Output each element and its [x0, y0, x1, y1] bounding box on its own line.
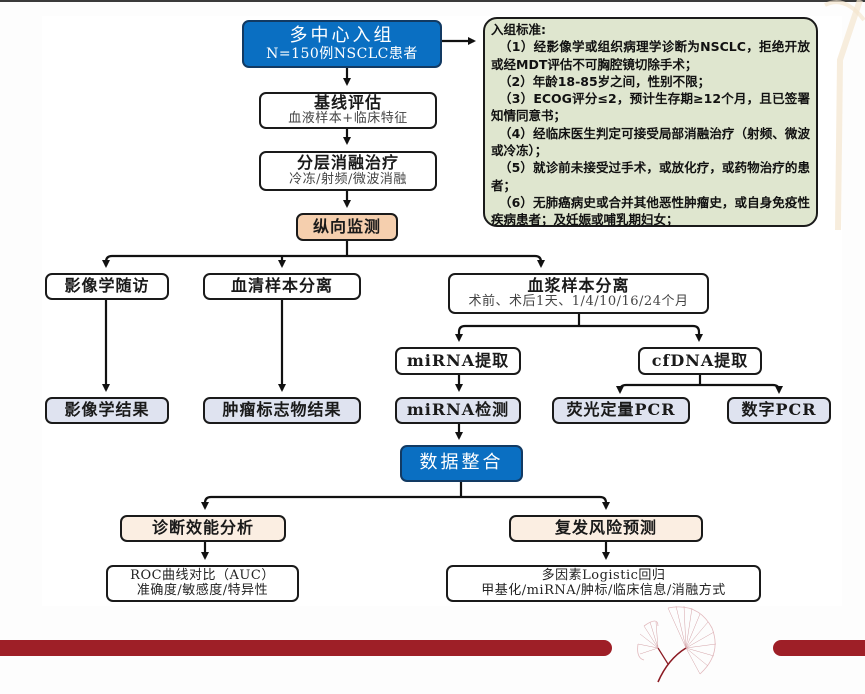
plasma-title: 血浆样本分离: [527, 275, 630, 295]
criteria-item: （3）ECOG评分≤2，预计生存期≥12个月，且已签署知情同意书；: [491, 91, 810, 124]
logistic-box: 多因素Logistic回归 甲基化/miRNA/肿标/临床信息/消融方式: [446, 565, 761, 602]
mirna-detect-title: miRNA检测: [406, 400, 510, 420]
baseline-box: 基线评估 血液样本+临床特征: [259, 92, 437, 129]
baseline-title: 基线评估: [313, 92, 382, 112]
footer-bar-left: [0, 640, 612, 656]
arrow-integration-diagnostic: [201, 495, 461, 510]
enroll-box: 多中心入组 N=150例NSCLC患者: [242, 20, 442, 68]
mirna-extract-box: miRNA提取: [395, 347, 521, 375]
dpcr-title: 数字PCR: [741, 400, 817, 420]
criteria-item: （1）经影像学或组织病理学诊断为NSCLC，拒绝开放或经MDT评估不可胸腔镜切除…: [491, 39, 810, 72]
roc-line1: ROC曲线对比（AUC）: [130, 567, 275, 583]
inclusion-criteria-box: 入组标准: （1）经影像学或组织病理学诊断为NSCLC，拒绝开放或经MDT评估不…: [483, 17, 818, 227]
arrow-integration-recurrence: [461, 495, 610, 510]
criteria-item: （4）经临床医生判定可接受局部消融治疗（射频、微波或冷冻）；: [491, 125, 810, 159]
criteria-item: （2）年龄18-85岁之间，性别不限；: [499, 73, 711, 89]
criteria-title: 入组标准:: [491, 22, 546, 37]
logistic-line2: 甲基化/miRNA/肿标/临床信息/消融方式: [481, 582, 726, 598]
top-border: [0, 0, 865, 2]
imaging-result-title: 影像学结果: [64, 400, 150, 420]
recurrence-title: 复发风险预测: [554, 518, 657, 538]
tumor-marker-result-box: 肿瘤标志物结果: [203, 397, 361, 424]
logistic-line1: 多因素Logistic回归: [541, 567, 666, 583]
monitor-title: 纵向监测: [312, 216, 381, 236]
qpcr-title: 荧光定量PCR: [566, 400, 676, 420]
enroll-title: 多中心入组: [289, 24, 395, 46]
imaging-result-box: 影像学结果: [45, 397, 169, 424]
recurrence-box: 复发风险预测: [509, 515, 703, 542]
criteria-item: （6）无肺癌病史或合并其他恶性肿瘤史，或自身免疫性疾病患者；及妊娠或哺乳期妇女；: [491, 194, 810, 228]
mirna-extract-title: miRNA提取: [406, 350, 510, 370]
roc-box: ROC曲线对比（AUC） 准确度/敏感度/特异性: [106, 565, 299, 602]
diagnostic-title: 诊断效能分析: [151, 518, 254, 538]
arrow-plasma-cfdna: [579, 324, 703, 342]
monitor-box: 纵向监测: [296, 213, 398, 241]
tumor-marker-result-title: 肿瘤标志物结果: [222, 400, 342, 420]
arrow-monitor-imaging: [102, 254, 347, 268]
ginkgo-leaf-icon: [637, 605, 717, 683]
qpcr-box: 荧光定量PCR: [552, 397, 690, 424]
baseline-subtitle: 血液样本+临床特征: [288, 111, 408, 127]
plasma-box: 血浆样本分离 术前、术后1天、1/4/10/16/24个月: [448, 273, 709, 314]
footer-bar-right: [773, 640, 865, 656]
plasma-subtitle: 术前、术后1天、1/4/10/16/24个月: [468, 294, 689, 310]
ablation-subtitle: 冷冻/射频/微波消融: [289, 171, 407, 187]
serum-title: 血清样本分离: [230, 276, 333, 296]
ginkgo-decoration-top-right: [824, 0, 865, 231]
roc-line2: 准确度/敏感度/特异性: [136, 582, 269, 598]
arrow-cfdna-qpcr: [616, 383, 700, 394]
ablation-title: 分层消融治疗: [296, 153, 399, 173]
enroll-subtitle: N=150例NSCLC患者: [266, 46, 418, 63]
criteria-item: （5）就诊前未接受过手术，或放化疗，或药物治疗的患者；: [491, 160, 810, 193]
arrow-plasma-mirna: [455, 324, 579, 342]
serum-box: 血清样本分离: [203, 273, 361, 300]
diagnostic-box: 诊断效能分析: [120, 515, 286, 542]
dpcr-box: 数字PCR: [727, 397, 831, 424]
ablation-box: 分层消融治疗 冷冻/射频/微波消融: [259, 151, 437, 191]
imaging-followup-box: 影像学随访: [45, 273, 169, 300]
integration-title: 数据整合: [419, 452, 504, 474]
mirna-detect-box: miRNA检测: [395, 397, 521, 424]
arrow-cfdna-dpcr: [700, 383, 783, 394]
imaging-followup-title: 影像学随访: [64, 276, 150, 296]
cfdna-extract-box: cfDNA提取: [638, 347, 762, 375]
cfdna-extract-title: cfDNA提取: [651, 350, 749, 370]
integration-box: 数据整合: [400, 445, 523, 482]
arrow-monitor-plasma: [347, 254, 545, 268]
